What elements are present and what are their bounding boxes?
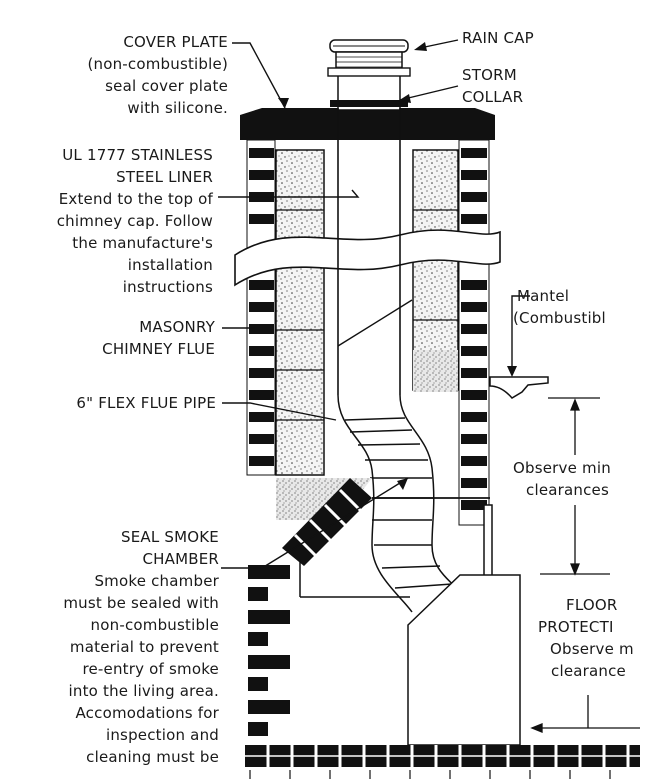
label-line: STEEL LINER — [116, 168, 213, 186]
hearth-floor — [245, 745, 640, 779]
smoke-chamber — [276, 478, 490, 566]
cover-plate-label: COVER PLATE (non-combustible) seal cover… — [87, 33, 228, 117]
clearances-label: Observe min clearances — [513, 459, 611, 499]
leader-lines — [218, 39, 530, 569]
leader-arrowheads — [278, 42, 517, 490]
label-line: UL 1777 STAINLESS — [62, 146, 213, 164]
label-line: clearance — [551, 662, 626, 680]
right-brick-wall — [458, 139, 490, 526]
label-line: Observe min — [513, 459, 611, 477]
storm-collar — [330, 100, 408, 107]
firebox — [299, 504, 521, 748]
floor-protection-dimension — [530, 695, 640, 733]
label-line: seal cover plate — [105, 77, 228, 95]
lower-left-brick-wall — [248, 565, 290, 736]
label-line: must be sealed with — [63, 594, 219, 612]
rain-cap — [327, 39, 411, 77]
label-line: the manufacture's — [72, 234, 213, 252]
label-line: PROTECTI — [538, 618, 614, 636]
label-line: SEAL SMOKE — [121, 528, 219, 546]
label-line: (Combustibl — [513, 309, 606, 327]
rain-cap-label: RAIN CAP — [462, 29, 534, 47]
label-line: re-entry of smoke — [82, 660, 219, 678]
label-line: COVER PLATE — [123, 33, 228, 51]
label-line: 6" FLEX FLUE PIPE — [76, 394, 216, 412]
label-line: non-combustible — [91, 616, 219, 634]
label-line: RAIN CAP — [462, 29, 534, 47]
label-line: clearances — [526, 481, 609, 499]
label-line: material to prevent — [70, 638, 219, 656]
label-line: (non-combustible) — [87, 55, 228, 73]
label-line: STORM — [462, 66, 517, 84]
liner-label: UL 1777 STAINLESS STEEL LINER Extend to … — [57, 146, 214, 296]
label-line: COLLAR — [462, 88, 523, 106]
break-band — [234, 229, 501, 287]
left-brick-wall — [246, 139, 276, 476]
label-line: chimney cap. Follow — [57, 212, 213, 230]
label-line: MASONRY — [139, 318, 215, 336]
right-flue-tile — [412, 149, 459, 392]
masonry-flue-label: MASONRY CHIMNEY FLUE — [102, 318, 215, 358]
label-line: Accomodations for — [75, 704, 219, 722]
label-line: Mantel — [517, 287, 569, 305]
label-line: instructions — [123, 278, 213, 296]
label-line: FLOOR — [566, 596, 618, 614]
label-line: CHAMBER — [142, 550, 219, 568]
label-line: into the living area. — [69, 682, 219, 700]
label-line: Smoke chamber — [94, 572, 219, 590]
mantel-label: Mantel (Combustibl — [513, 287, 606, 327]
label-line: cleaning must be — [86, 748, 219, 766]
clearance-dimension — [540, 397, 610, 576]
smoke-chamber-label: SEAL SMOKE CHAMBER Smoke chamber must be… — [63, 528, 219, 766]
label-line: inspection and — [106, 726, 219, 744]
storm-collar-label: STORM COLLAR — [462, 66, 523, 106]
label-line: installation — [128, 256, 213, 274]
left-flue-tile — [275, 149, 325, 476]
chimney-cap — [240, 108, 495, 140]
flex-pipe-label: 6" FLEX FLUE PIPE — [76, 394, 216, 412]
floor-protection-label: FLOOR PROTECTI Observe m clearance — [538, 596, 634, 680]
label-line: Observe m — [550, 640, 634, 658]
label-line: Extend to the top of — [59, 190, 214, 208]
mantel — [489, 376, 549, 399]
label-line: CHIMNEY FLUE — [102, 340, 215, 358]
label-line: with silicone. — [127, 99, 228, 117]
